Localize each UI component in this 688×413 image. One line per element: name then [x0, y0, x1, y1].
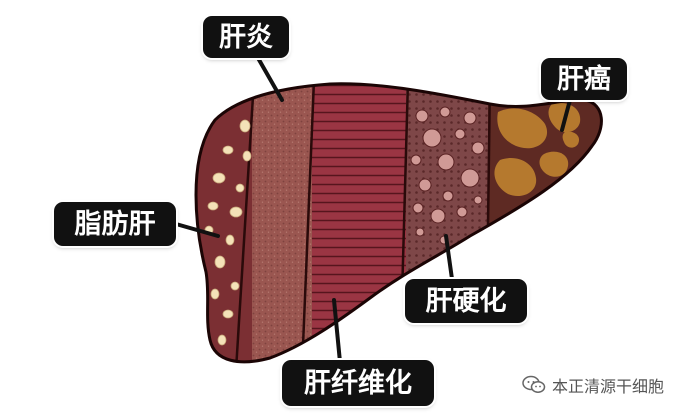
fatty-liver-label: 脂肪肝 [54, 202, 176, 246]
watermark-text: 本正清源干细胞 [552, 377, 665, 396]
liver-outline [194, 82, 603, 364]
liver-cancer-label: 肝癌 [541, 58, 627, 100]
watermark: 本正清源干细胞 [522, 372, 664, 398]
wechat-icon [522, 375, 546, 395]
fibrosis-label: 肝纤维化 [282, 360, 434, 406]
hepatitis-label: 肝炎 [203, 16, 289, 58]
label-pointers [174, 56, 572, 364]
cirrhosis-label: 肝硬化 [405, 279, 527, 323]
